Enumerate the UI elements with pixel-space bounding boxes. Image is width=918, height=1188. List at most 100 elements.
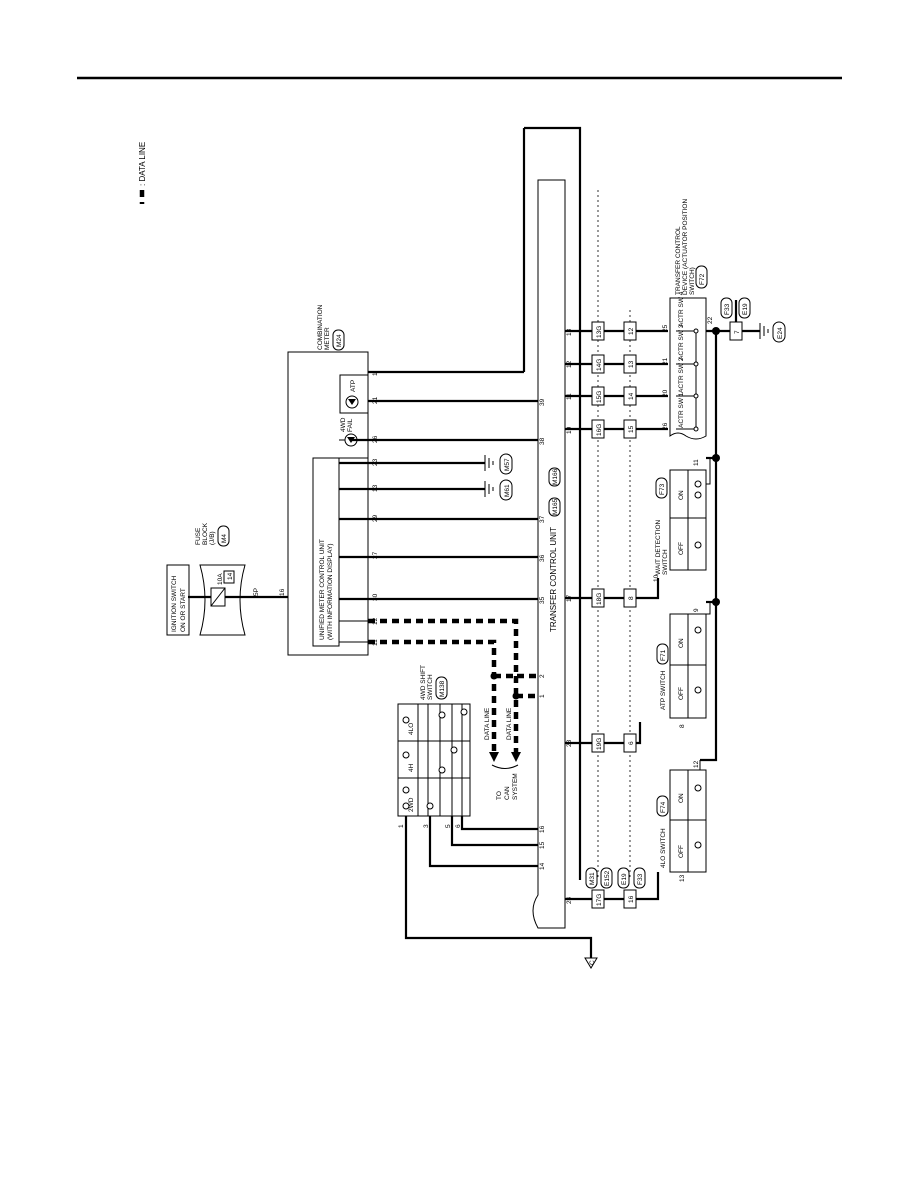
svg-text:14: 14 [628, 392, 635, 400]
svg-text:21: 21 [662, 357, 669, 365]
svg-text:18G: 18G [596, 593, 603, 605]
svg-text:CAN: CAN [504, 786, 511, 800]
svg-text:E24: E24 [777, 327, 784, 339]
svg-text:4WD: 4WD [340, 417, 347, 432]
svg-text:F72: F72 [699, 273, 706, 285]
svg-text:14: 14 [227, 572, 234, 580]
svg-text:1: 1 [372, 372, 379, 376]
ground-m57: M57 [484, 453, 513, 475]
svg-text:ON OR START: ON OR START [180, 588, 187, 632]
svg-text:SWITCH: SWITCH [427, 674, 434, 700]
svg-text:FUSE: FUSE [195, 527, 202, 545]
tcu-top-pin-labels: 39 38 37 36 35 2 1 [539, 398, 546, 698]
svg-text:35: 35 [539, 596, 546, 604]
svg-text:ATP SWITCH: ATP SWITCH [660, 670, 667, 710]
svg-text:TO: TO [496, 791, 503, 800]
svg-text:F33: F33 [637, 873, 644, 885]
svg-text:F33: F33 [724, 303, 731, 315]
svg-text:7: 7 [734, 330, 741, 334]
svg-text:M57: M57 [504, 458, 511, 471]
svg-text:E19: E19 [742, 303, 749, 315]
svg-text:10: 10 [566, 426, 573, 434]
svg-text:8: 8 [628, 596, 635, 600]
svg-text:ACTR SW 4: ACTR SW 4 [678, 291, 685, 327]
svg-text:1: 1 [398, 824, 405, 828]
svg-text:(WITH INFORMATION DISPLAY): (WITH INFORMATION DISPLAY) [327, 543, 334, 640]
svg-text:SWITCH: SWITCH [662, 549, 669, 575]
svg-text:F74: F74 [660, 801, 667, 813]
svg-text:FAIL: FAIL [347, 418, 354, 432]
fuse-block: FUSE BLOCK (J/B) M4 10A 14 5P [195, 522, 260, 636]
svg-text:10: 10 [653, 574, 660, 582]
transfer-control-device: TRANSFER CONTROL DEVICE (ACTUATOR POSITI… [662, 199, 714, 440]
legend: : DATA LINE [138, 142, 147, 204]
svg-text:11: 11 [693, 459, 700, 466]
svg-text:COMBINATION: COMBINATION [317, 304, 324, 350]
svg-text:TRANSFER CONTROL: TRANSFER CONTROL [675, 226, 682, 295]
svg-text:17G: 17G [596, 894, 603, 906]
svg-text:39: 39 [539, 398, 546, 406]
svg-text:ACTR SW 1: ACTR SW 1 [678, 392, 685, 428]
svg-text:ACTR SW 2: ACTR SW 2 [678, 357, 685, 393]
svg-text:24: 24 [566, 896, 573, 904]
ground-e24: E24 [759, 321, 786, 343]
svg-text:12: 12 [693, 760, 700, 768]
svg-text:ON: ON [678, 638, 685, 648]
svg-text:3: 3 [423, 824, 430, 828]
svg-text:DATA LINE: DATA LINE [484, 707, 491, 740]
svg-text:E19: E19 [621, 873, 628, 885]
harness-outer [524, 126, 582, 880]
svg-text:19G: 19G [596, 738, 603, 750]
svg-text:4LO: 4LO [408, 723, 415, 735]
tcu-shift-pin-labels: 16 15 14 [539, 825, 546, 870]
joint-connector-ids: M31 E152 E19 F33 [585, 867, 646, 889]
svg-text:16: 16 [279, 588, 286, 596]
svg-text:M24: M24 [336, 334, 343, 347]
atp-switch: ATP SWITCH F71 OFF ON 9 8 [656, 608, 707, 728]
svg-text:5P: 5P [253, 588, 260, 596]
svg-text:DEVICE (ACTUATOR POSITION: DEVICE (ACTUATOR POSITION [682, 199, 689, 295]
svg-text:OFF: OFF [678, 687, 685, 700]
svg-text:DATA LINE: DATA LINE [506, 707, 513, 740]
svg-text:M165: M165 [552, 498, 559, 515]
svg-text:2: 2 [539, 674, 546, 678]
svg-text:15: 15 [539, 841, 546, 849]
svg-text:16: 16 [628, 895, 635, 903]
combination-meter: COMBINATION METER M24 UNIFIED METER CONT… [287, 304, 369, 656]
offpage-connector-c [584, 957, 598, 969]
svg-text:OFF: OFF [678, 845, 685, 858]
4lo-switch: 4LO SWITCH F74 OFF ON 12 13 [656, 760, 707, 882]
svg-text:22: 22 [707, 316, 714, 324]
svg-text:15G: 15G [596, 391, 603, 403]
meter-pin-labels: 1 21 26 23 13 29 27 30 12 11 [372, 372, 379, 646]
svg-text:M138: M138 [439, 680, 446, 697]
joint-right: F33 E19 7 [720, 297, 751, 341]
svg-text:ON: ON [678, 490, 685, 500]
svg-text:ATP: ATP [350, 380, 357, 392]
svg-text:C: C [589, 960, 596, 965]
svg-text:16: 16 [539, 825, 546, 833]
svg-text:SYSTEM: SYSTEM [512, 773, 519, 800]
svg-text:M166: M166 [552, 468, 559, 485]
svg-text:30: 30 [372, 593, 379, 601]
svg-text:16G: 16G [596, 424, 603, 436]
tcu-title: TRANSFER CONTROL UNIT [549, 527, 558, 632]
svg-text:15: 15 [628, 425, 635, 433]
svg-text:14G: 14G [596, 359, 603, 371]
svg-text:10A: 10A [217, 573, 224, 585]
svg-text:9: 9 [693, 608, 700, 612]
svg-text:METER: METER [324, 327, 331, 350]
svg-text:ACTR SW 3: ACTR SW 3 [678, 324, 685, 360]
ground-m61: M61 [484, 479, 513, 501]
tcu-connector-2: M166 [548, 467, 561, 487]
svg-text:E152: E152 [604, 870, 611, 886]
svg-text:OFF: OFF [678, 542, 685, 555]
can-data-lines: DATA LINE DATA LINE TO CAN SYSTEM [368, 618, 538, 800]
svg-text:M31: M31 [589, 872, 596, 885]
tcu-connector-1: M165 [548, 497, 561, 517]
svg-text:26: 26 [662, 422, 669, 430]
svg-text:6: 6 [628, 741, 635, 745]
svg-text:WAIT DETECTION: WAIT DETECTION [655, 519, 662, 575]
svg-text:20: 20 [662, 389, 669, 397]
svg-text:1: 1 [539, 694, 546, 698]
